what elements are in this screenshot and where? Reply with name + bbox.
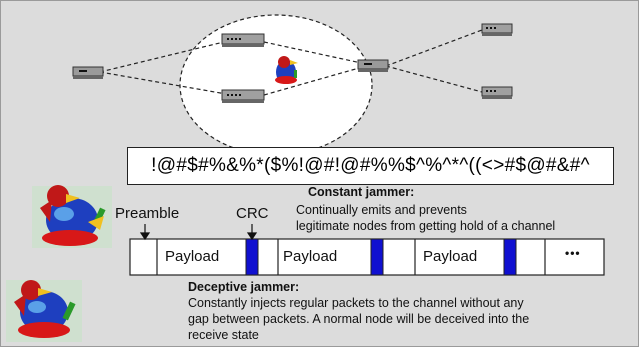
payload-label: Payload [165, 248, 220, 265]
link [99, 39, 233, 73]
deceptive-jammer-desc-2: gap between packets. A normal node will … [188, 312, 530, 326]
constant-jammer-desc-1: Continually emits and prevents [296, 203, 467, 217]
jammer-bird-icon-small [275, 56, 298, 84]
deceptive-jammer-desc-1: Constantly injects regular packets to th… [188, 296, 524, 310]
deceptive-jammer-title: Deceptive jammer: [188, 280, 300, 294]
jammer-range-ellipse [179, 14, 373, 156]
node-center-right [357, 59, 389, 72]
crc-block [370, 238, 384, 276]
link [385, 65, 483, 93]
link [385, 29, 483, 67]
label-arrows [139, 224, 258, 241]
constant-jammer-bird-icon [32, 185, 112, 248]
crc-block [503, 238, 517, 276]
continuation-ellipsis: ••• [565, 246, 581, 260]
constant-jammer-desc-2: legitimate nodes from getting hold of a … [296, 219, 556, 233]
deceptive-jammer-bird-icon [6, 280, 82, 342]
crc-block [245, 238, 259, 276]
node-top-middle [221, 33, 265, 47]
link [263, 65, 367, 96]
constant-jammer-title: Constant jammer: [308, 185, 415, 199]
network-links [99, 29, 483, 96]
link [263, 41, 367, 65]
node-left [72, 66, 104, 79]
link [99, 71, 233, 96]
deceptive-jammer-desc-3: receive state [188, 328, 259, 342]
node-bottom-middle [221, 89, 265, 103]
preamble-label: Preamble [115, 205, 180, 222]
payload-label: Payload [423, 248, 478, 265]
jamming-signal-string: !@#$#%&%*($%!@#!@#%%$^%^*^((<>#$@#&#^ [127, 147, 614, 185]
packet-stream [129, 238, 605, 276]
node-far-bottom-right [481, 86, 513, 99]
crc-label: CRC [236, 205, 269, 222]
node-far-top-right [481, 23, 513, 36]
payload-label: Payload [283, 248, 338, 265]
